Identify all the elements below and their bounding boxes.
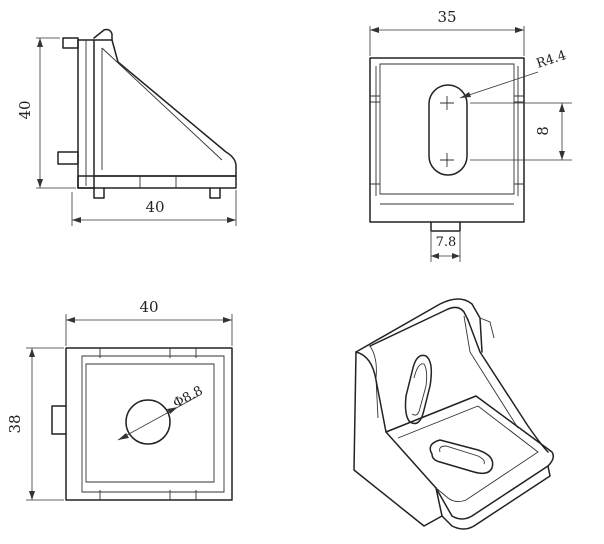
top-view: 35 R4.4 8 7.8 bbox=[369, 8, 572, 262]
front-width-label: 40 bbox=[139, 298, 158, 316]
front-view: Φ8.8 40 38 bbox=[6, 298, 233, 501]
top-width-label: 35 bbox=[437, 8, 456, 26]
front-height-label: 38 bbox=[6, 414, 24, 433]
slot-spacing-label: 8 bbox=[534, 126, 552, 136]
side-view: 40 40 bbox=[16, 28, 237, 226]
slot-radius-label: R4.4 bbox=[535, 48, 569, 72]
tab-width-label: 7.8 bbox=[436, 235, 457, 250]
hole-diameter-label: Φ8.8 bbox=[171, 384, 206, 412]
isometric-view bbox=[353, 298, 555, 530]
side-height-label: 40 bbox=[16, 100, 34, 119]
side-width-label: 40 bbox=[145, 198, 164, 216]
